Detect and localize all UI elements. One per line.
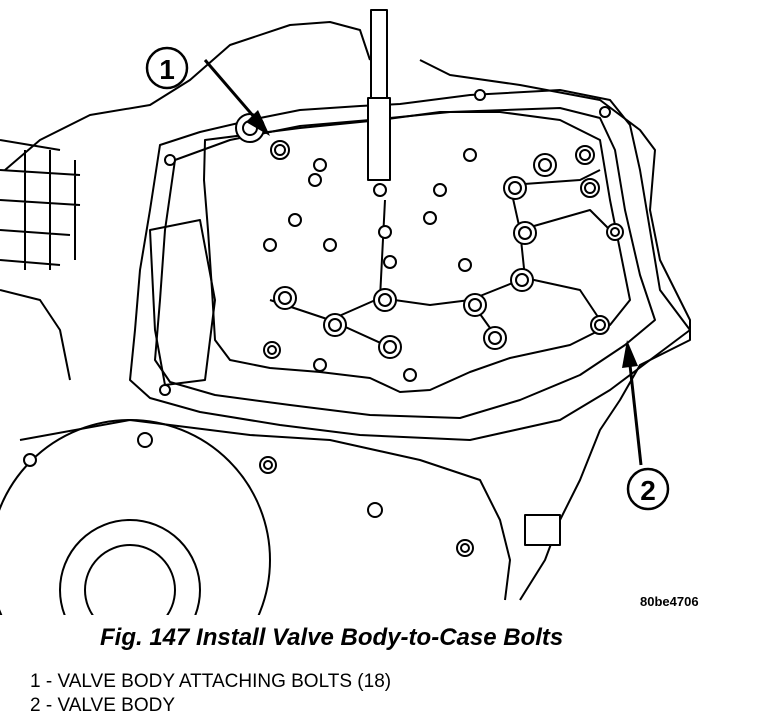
bolt [263,238,277,252]
legend-list: 1 - VALVE BODY ATTACHING BOLTS (18) 2 - … [30,670,391,718]
wrench-socket [367,97,391,181]
bolt [463,148,477,162]
bolt [313,358,327,372]
bolt-head [278,291,292,305]
svg-text:1: 1 [159,54,175,85]
bolt [308,173,322,187]
sensor-connector [524,514,561,546]
bolt-head [460,543,470,553]
bolt [288,213,302,227]
figure-id-code: 80be4706 [640,594,699,609]
callout-1-leader [203,59,257,119]
oil-pan-rim [129,89,691,441]
lower-case-edge [19,419,511,601]
bolt [159,384,171,396]
valve-body-illustration: 1 2 [0,9,691,615]
bolt [137,432,153,448]
bolt-head [594,319,606,331]
transmission-case-outline [4,21,691,601]
callout-2-arrowhead [622,340,638,368]
converter-hub-outer [59,519,201,615]
bolt [423,211,437,225]
bolt-head [488,331,502,345]
bolt-head [468,298,482,312]
case-cutout [149,219,216,386]
bolt-head [378,293,392,307]
callout-2-leader [628,364,643,466]
bolt [367,502,383,518]
converter-housing [0,419,271,615]
bolt [323,238,337,252]
cooling-fins [0,139,81,381]
bolt [313,158,327,172]
bolt [164,154,176,166]
bolt-head [508,181,522,195]
bolt [378,225,392,239]
bolt-head [267,345,277,355]
bolt [474,89,486,101]
bolt-head [383,340,397,354]
valve-body-channels [269,169,611,346]
bolt-head [263,460,273,470]
callout-1: 1 [145,46,270,136]
bolt [383,255,397,269]
valve-body-plate [203,111,631,393]
callout-2: 2 [622,340,670,511]
callout-1-arrowhead [246,110,270,136]
bolt-head [610,227,620,237]
figure-caption: Fig. 147 Install Valve Body-to-Case Bolt… [100,624,564,651]
bolt [373,183,387,197]
converter-hub-inner [84,544,176,615]
bolt [403,368,417,382]
bolt-head [579,149,591,161]
bolt-head [584,182,596,194]
bolt [433,183,447,197]
bolt-head [515,273,529,287]
wrench-extension [370,9,388,99]
svg-text:2: 2 [640,475,656,506]
bolt-head [274,144,286,156]
legend-item-2: 2 - VALVE BODY [30,695,176,716]
bolt-head [538,158,552,172]
bolt [23,453,37,467]
bolt [458,258,472,272]
bolt [599,106,611,118]
legend-item-1: 1 - VALVE BODY ATTACHING BOLTS (18) [30,671,392,692]
bolt-head [518,226,532,240]
bolt-head [328,318,342,332]
